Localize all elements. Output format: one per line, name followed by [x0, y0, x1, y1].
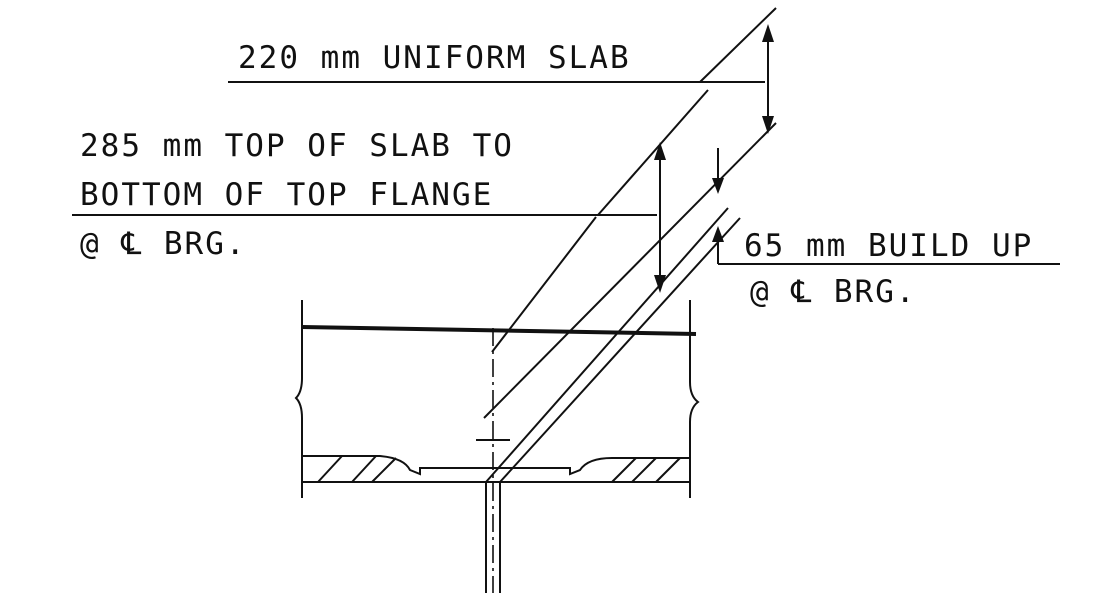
skew-line-buildup-top [485, 207, 729, 483]
girder-section [294, 300, 700, 593]
label-build-up-2: @ ℄ BRG. [750, 274, 917, 310]
dimension-top-of-slab [654, 142, 666, 293]
right-break-line [689, 300, 700, 498]
arrow-head-down [762, 116, 774, 134]
arrow-head-down [654, 275, 666, 293]
flange-top-edge [302, 455, 690, 476]
arrow-head-up [762, 24, 774, 42]
label-uniform-slab: 220 mm UNIFORM SLAB [238, 40, 631, 76]
hatch-left [317, 455, 397, 483]
arrow-head-down [712, 178, 724, 194]
left-break-line [294, 300, 303, 498]
dimension-uniform-slab [762, 24, 774, 134]
arrow-head-up [654, 142, 666, 160]
label-build-up-1: 65 mm BUILD UP [744, 228, 1033, 264]
skew-line-upper [597, 89, 709, 216]
skew-line-top [699, 7, 777, 83]
hatch-right [611, 457, 681, 483]
dimension-build-up [712, 148, 724, 264]
label-top-of-slab-1: 285 mm TOP OF SLAB TO [80, 128, 514, 164]
arrow-head-up [712, 226, 724, 242]
skew-line-buildup-bottom [499, 217, 741, 483]
skew-line-slab-bottom [483, 122, 777, 419]
label-top-of-slab-2: BOTTOM OF TOP FLANGE [80, 177, 493, 213]
skew-lines [483, 7, 777, 483]
slab-top-line [301, 325, 697, 336]
label-top-of-slab-3: @ ℄ BRG. [80, 226, 247, 262]
